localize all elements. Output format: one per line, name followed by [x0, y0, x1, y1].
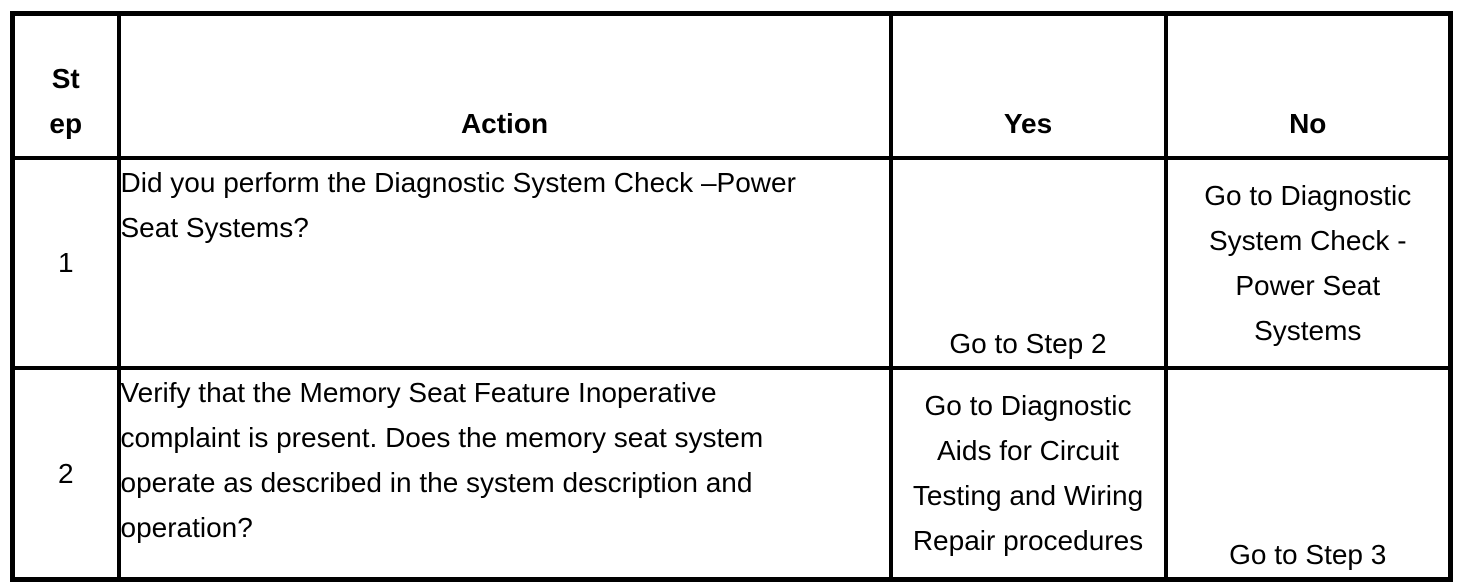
cell-yes-result: Go to Diagnostic Aids for Circuit Testin…	[888, 365, 1168, 582]
table-header-row: St ep Action Yes No	[10, 11, 1453, 160]
cell-yes-result: Go to Step 2	[888, 155, 1168, 370]
cell-step-number: 1	[10, 155, 121, 370]
table-row-step-2: 2 Verify that the Memory Seat Feature In…	[10, 365, 1453, 582]
cell-no-result: Go to Diagnostic System Check - Power Se…	[1163, 155, 1453, 370]
cell-action-text: Verify that the Memory Seat Feature Inop…	[116, 365, 893, 582]
diagnostic-step-table: St ep Action Yes No 1 Did you perform th…	[10, 11, 1453, 582]
header-step: St ep	[10, 11, 121, 160]
header-action: Action	[116, 11, 893, 160]
cell-no-result: Go to Step 3	[1163, 365, 1453, 582]
cell-action-text: Did you perform the Diagnostic System Ch…	[116, 155, 893, 370]
table-row-step-1: 1 Did you perform the Diagnostic System …	[10, 155, 1453, 370]
cell-step-number: 2	[10, 365, 121, 582]
header-yes: Yes	[888, 11, 1168, 160]
header-no: No	[1163, 11, 1453, 160]
